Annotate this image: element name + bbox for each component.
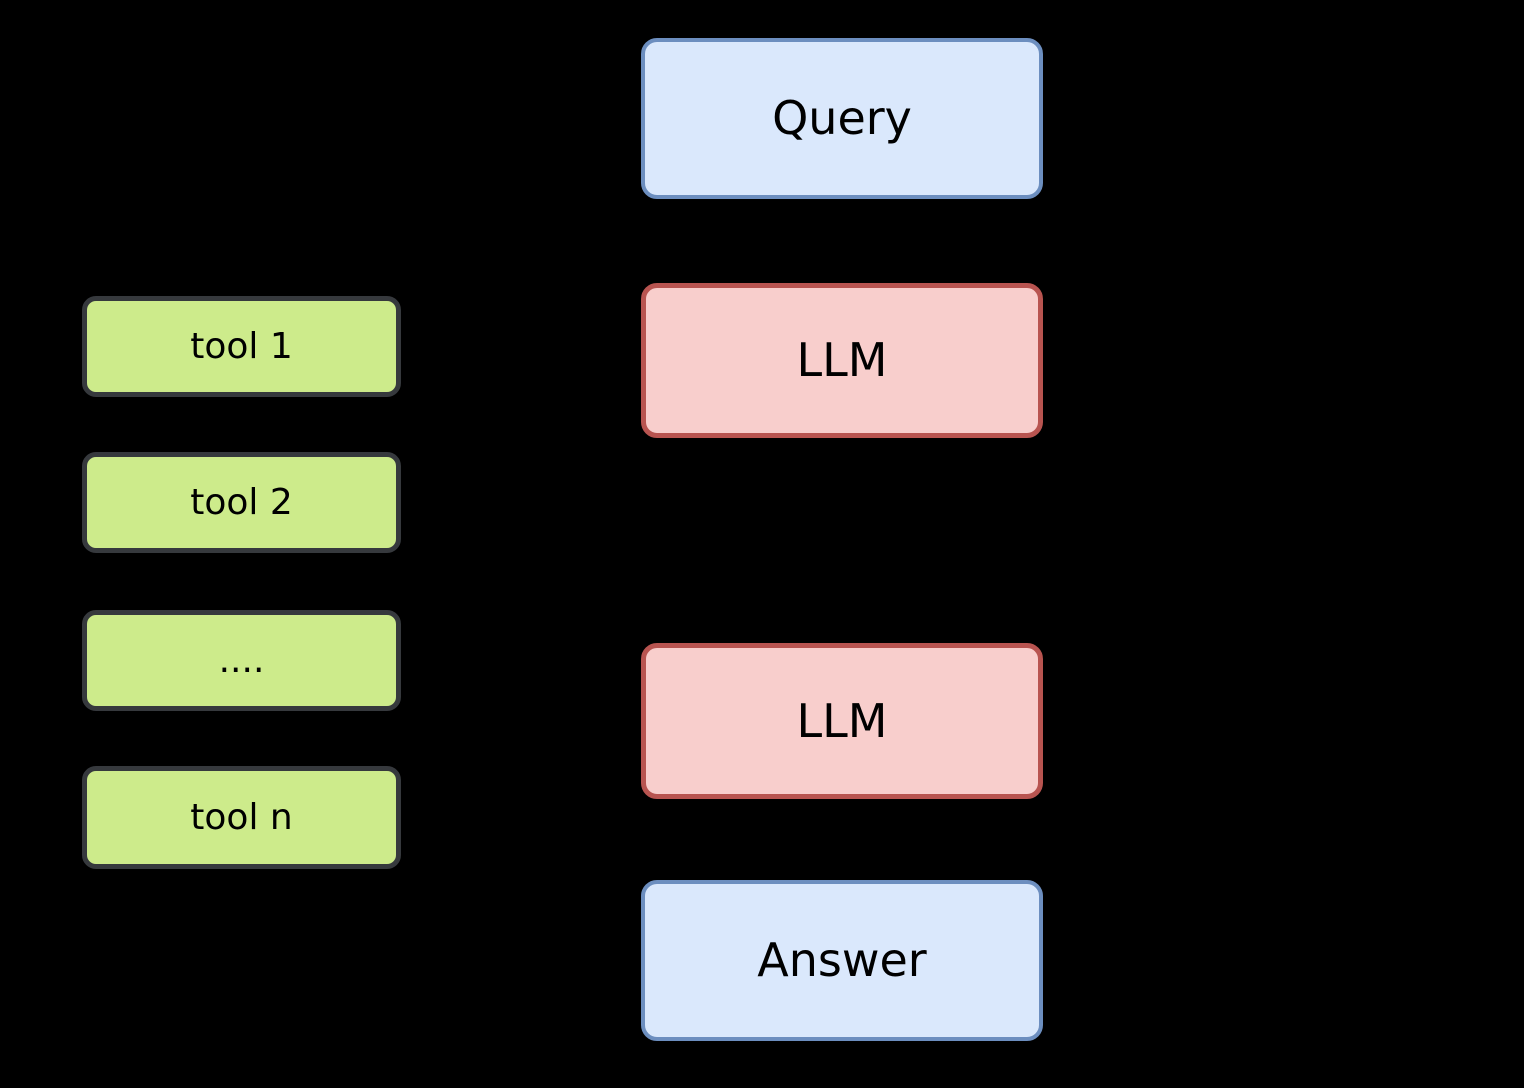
node-query[interactable]: Query bbox=[641, 38, 1043, 199]
node-tool-2-label: tool 2 bbox=[190, 481, 293, 523]
node-answer-label: Answer bbox=[757, 933, 927, 988]
node-answer[interactable]: Answer bbox=[641, 880, 1043, 1041]
node-tool-1-label: tool 1 bbox=[190, 325, 293, 367]
node-llm-second-label: LLM bbox=[796, 693, 888, 748]
node-tool-2[interactable]: tool 2 bbox=[82, 452, 401, 553]
node-tool-n[interactable]: tool n bbox=[82, 766, 401, 869]
node-llm-second[interactable]: LLM bbox=[641, 643, 1043, 799]
node-llm-first-label: LLM bbox=[796, 333, 888, 388]
node-tool-ellipsis-label: .... bbox=[218, 639, 265, 681]
node-tool-ellipsis[interactable]: .... bbox=[82, 610, 401, 711]
node-tool-n-label: tool n bbox=[190, 796, 293, 838]
node-llm-first[interactable]: LLM bbox=[641, 283, 1043, 438]
node-query-label: Query bbox=[772, 91, 912, 146]
node-tool-1[interactable]: tool 1 bbox=[82, 296, 401, 397]
